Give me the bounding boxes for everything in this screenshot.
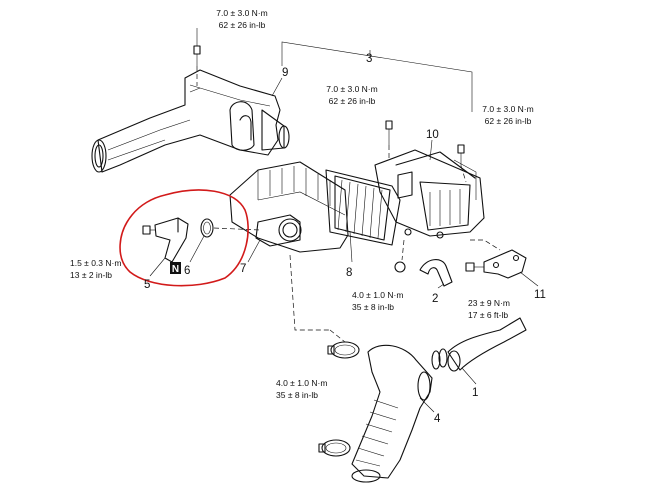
part-number-4: 4 bbox=[434, 413, 441, 425]
torque-mid: 7.0 ± 3.0 N·m 62 ± 26 in-lb bbox=[326, 84, 377, 106]
svg-text:7.0 ± 3.0 N·m: 7.0 ± 3.0 N·m bbox=[326, 84, 377, 94]
part-number-3: 3 bbox=[366, 53, 372, 65]
clamp-lower bbox=[318, 439, 351, 457]
svg-text:62 ± 26 in-lb: 62 ± 26 in-lb bbox=[219, 20, 266, 30]
part-number-7: 7 bbox=[240, 263, 246, 275]
torque-clamp-lower: 4.0 ± 1.0 N·m 35 ± 8 in-lb bbox=[276, 378, 327, 400]
part-9-intake-duct bbox=[91, 69, 290, 173]
bracket-3 bbox=[281, 41, 473, 112]
svg-text:62 ± 26 in-lb: 62 ± 26 in-lb bbox=[329, 96, 376, 106]
part-number-10: 10 bbox=[426, 129, 439, 141]
highlight-circle bbox=[119, 189, 249, 287]
part-4-hose bbox=[351, 344, 433, 483]
svg-text:1.5 ± 0.3 N·m: 1.5 ± 0.3 N·m bbox=[70, 258, 121, 268]
bolt-right bbox=[457, 144, 467, 183]
clamp-upper bbox=[327, 341, 360, 359]
part-8-filter-element bbox=[325, 169, 401, 246]
part-7-housing bbox=[229, 161, 349, 253]
grommet bbox=[394, 261, 406, 273]
part-6-o-ring bbox=[200, 218, 214, 238]
part-number-8: 8 bbox=[346, 267, 352, 279]
part-10-cover bbox=[374, 149, 485, 239]
svg-text:7.0 ± 3.0 N·m: 7.0 ± 3.0 N·m bbox=[216, 8, 267, 18]
part-number-1: 1 bbox=[472, 387, 478, 399]
torque-right: 7.0 ± 3.0 N·m 62 ± 26 in-lb bbox=[482, 104, 533, 126]
svg-text:13 ± 2 in-lb: 13 ± 2 in-lb bbox=[70, 270, 112, 280]
svg-text:17 ± 6 ft-lb: 17 ± 6 ft-lb bbox=[468, 310, 508, 320]
screw-left bbox=[142, 225, 155, 235]
svg-text:4.0 ± 1.0 N·m: 4.0 ± 1.0 N·m bbox=[276, 378, 327, 388]
svg-text:4.0 ± 1.0 N·m: 4.0 ± 1.0 N·m bbox=[352, 290, 403, 300]
clamp-right bbox=[431, 348, 448, 370]
part-1-inlet-hose bbox=[447, 317, 527, 372]
part-number-11: 11 bbox=[534, 289, 546, 301]
torque-top: 7.0 ± 3.0 N·m 62 ± 26 in-lb bbox=[216, 8, 267, 30]
part-number-2: 2 bbox=[432, 293, 438, 305]
svg-text:N: N bbox=[172, 264, 179, 275]
part-2-hose bbox=[419, 259, 453, 287]
torque-left: 1.5 ± 0.3 N·m 13 ± 2 in-lb bbox=[70, 258, 121, 280]
part-number-5: 5 bbox=[144, 279, 150, 291]
part-number-6: 6 bbox=[184, 265, 190, 277]
svg-text:23 ± 9 N·m: 23 ± 9 N·m bbox=[468, 298, 510, 308]
svg-text:35 ± 8 in-lb: 35 ± 8 in-lb bbox=[276, 390, 318, 400]
part-5-sensor bbox=[154, 217, 189, 263]
part-11-bracket bbox=[483, 249, 527, 279]
bolt-mid bbox=[385, 120, 393, 160]
svg-text:7.0 ± 3.0 N·m: 7.0 ± 3.0 N·m bbox=[482, 104, 533, 114]
bolt-top bbox=[193, 45, 201, 86]
torque-bracket: 23 ± 9 N·m 17 ± 6 ft-lb bbox=[468, 298, 510, 320]
n-badge: N bbox=[170, 262, 181, 275]
bolt-bracket bbox=[465, 262, 484, 272]
svg-text:35 ± 8 in-lb: 35 ± 8 in-lb bbox=[352, 302, 394, 312]
part-number-9: 9 bbox=[282, 67, 288, 79]
svg-text:62 ± 26 in-lb: 62 ± 26 in-lb bbox=[485, 116, 532, 126]
torque-clamp-upper: 4.0 ± 1.0 N·m 35 ± 8 in-lb bbox=[352, 290, 403, 312]
